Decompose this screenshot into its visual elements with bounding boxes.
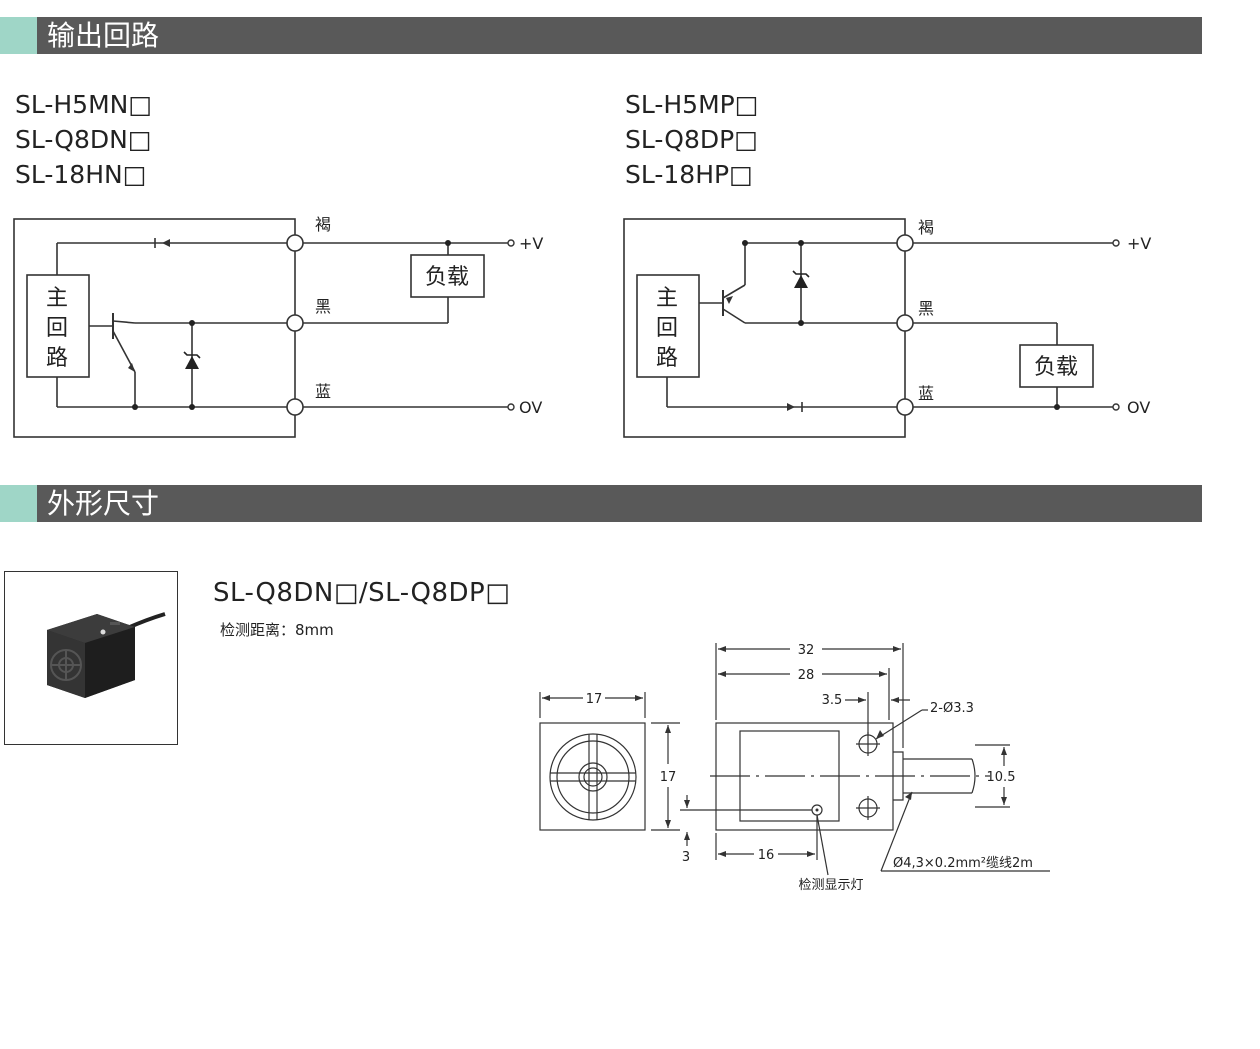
dim-front-width: 17 [586, 692, 603, 707]
section-header-dimensions: 外形尺寸 [0, 485, 1202, 522]
front-view [539, 722, 646, 831]
led-label: 检测显示灯 [798, 878, 863, 893]
label-black: 黑 [918, 299, 934, 318]
product-title: SL-Q8DN□/SL-Q8DP□ [213, 578, 511, 608]
label-brown: 褐 [315, 215, 331, 234]
dimension-drawing: 17 17 32 28 3.5 2-Ø3.3 10.5 16 3 Ø4,3×0.… [539, 643, 1050, 893]
model-name: SL-Q8DP□ [625, 125, 758, 154]
section-title: 外形尺寸 [47, 487, 160, 520]
label-blue: 蓝 [315, 382, 331, 401]
main-circuit-char: 主 [46, 286, 68, 311]
label-blue: 蓝 [918, 384, 934, 403]
terminal-blue [286, 398, 304, 416]
label-zero-v: OV [1127, 398, 1150, 417]
label-plus-v: +V [519, 234, 543, 253]
label-black: 黑 [315, 297, 331, 316]
section-title: 输出回路 [47, 19, 160, 52]
detection-distance: 检测距离：8mm [220, 621, 334, 639]
npn-model-list: SL-H5MN□ SL-Q8DN□ SL-18HN□ [15, 87, 152, 192]
section-bar-fill [37, 17, 1202, 54]
zener-diode [185, 356, 199, 369]
terminal-brown [286, 234, 304, 252]
pnp-circuit-diagram: 褐 黑 蓝 +V OV 负载 主 回 路 [623, 218, 1151, 438]
sensor-illustration [47, 612, 166, 698]
section-accent [0, 485, 37, 522]
model-name: SL-H5MP□ [625, 90, 759, 119]
diode-arrow [162, 239, 170, 247]
dim-cable-diameter: 10.5 [987, 770, 1016, 785]
dim-holes: 2-Ø3.3 [930, 701, 974, 716]
model-name: SL-18HP□ [625, 160, 753, 189]
label-zero-v: OV [519, 398, 542, 417]
dim-led-x: 16 [758, 848, 775, 863]
dim-length-28: 28 [798, 668, 815, 683]
terminal-black [286, 314, 304, 332]
main-circuit-char: 路 [656, 346, 678, 371]
emitter-arrow [128, 363, 135, 372]
label-plus-v: +V [1127, 234, 1151, 253]
label-brown: 褐 [918, 218, 934, 237]
model-name: SL-Q8DN□ [15, 125, 152, 154]
main-circuit-char: 路 [46, 346, 68, 371]
section-bar-fill [37, 485, 1202, 522]
main-circuit-char: 主 [656, 286, 678, 311]
section-header-output-circuit: 输出回路 [0, 17, 1202, 54]
dim-hole-offset: 3.5 [822, 693, 843, 708]
dim-front-height: 17 [660, 770, 677, 785]
load-label: 负载 [1034, 355, 1078, 380]
main-circuit-char: 回 [46, 316, 68, 341]
main-circuit-char: 回 [656, 316, 678, 341]
product-photo [4, 571, 178, 745]
load-label: 负载 [425, 265, 469, 290]
model-name: SL-18HN□ [15, 160, 147, 189]
section-accent [0, 17, 37, 54]
dim-led-y: 3 [682, 850, 690, 865]
model-name: SL-H5MN□ [15, 90, 152, 119]
dim-length-32: 32 [798, 643, 815, 658]
npn-circuit-diagram: 褐 黑 蓝 +V OV 负载 主 回 路 [13, 215, 543, 438]
cable-spec: Ø4,3×0.2mm²缆线2m [893, 855, 1033, 871]
pnp-model-list: SL-H5MP□ SL-Q8DP□ SL-18HP□ [625, 87, 758, 192]
